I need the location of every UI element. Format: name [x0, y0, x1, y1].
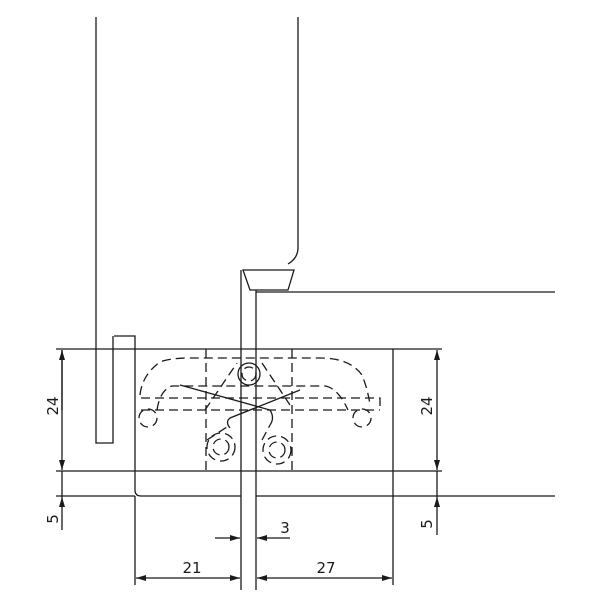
door-leaf [95, 17, 299, 444]
dim-label-right-5: 5 [418, 519, 436, 529]
extension-lines [56, 348, 442, 585]
dim-label-right-24: 24 [418, 396, 436, 415]
hidden-hinge [138, 349, 381, 471]
dim-label-left-5: 5 [44, 514, 62, 524]
dim-label-gap-3: 3 [280, 519, 290, 537]
dim-label-27: 27 [316, 559, 335, 577]
frame-jamb [56, 335, 555, 497]
dim-label-left-24: 24 [44, 396, 62, 415]
door-edge-profile [240, 269, 295, 590]
dim-label-21: 21 [182, 559, 201, 577]
